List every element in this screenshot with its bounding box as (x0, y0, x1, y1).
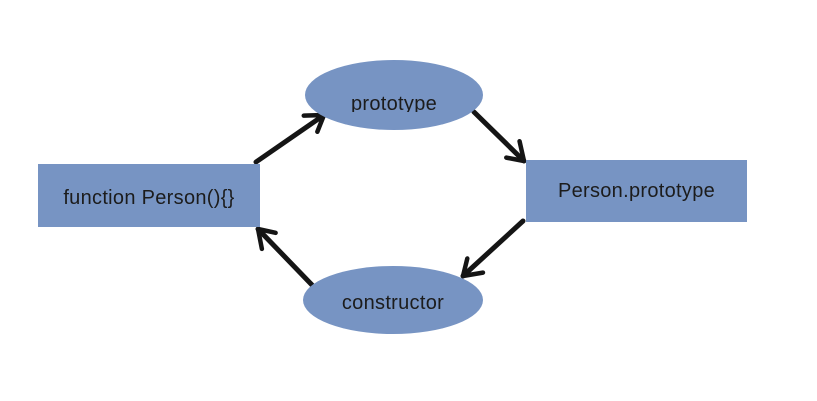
node-prototype: prototype (305, 60, 483, 130)
node-function-person-label: function Person(){} (63, 187, 235, 209)
node-person-prototype-label: Person.prototype (557, 179, 716, 202)
arrow-prototype-to-person-prototype (471, 109, 527, 164)
arrow-function-to-prototype (253, 112, 327, 165)
node-constructor-label: constructor (341, 291, 445, 314)
node-constructor: constructor (303, 266, 483, 334)
arrow-person-prototype-to-constructor (460, 218, 526, 279)
node-prototype-label: prototype (350, 92, 438, 112)
arrow-constructor-to-function (255, 226, 316, 289)
node-person-prototype: Person.prototype (526, 160, 747, 222)
node-function-person: function Person(){} (38, 164, 260, 227)
